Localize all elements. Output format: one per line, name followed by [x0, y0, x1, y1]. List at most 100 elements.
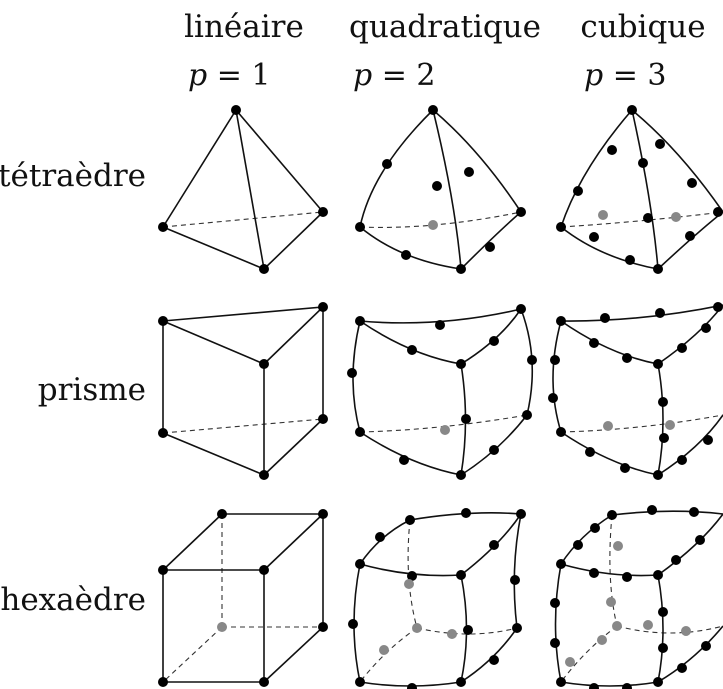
node [318, 302, 328, 312]
node [516, 207, 526, 217]
hidden-node [681, 626, 691, 636]
node [259, 565, 269, 575]
node [550, 355, 560, 365]
node [355, 316, 365, 326]
node [622, 353, 632, 363]
node [589, 568, 599, 578]
node [516, 304, 526, 314]
node [556, 316, 566, 326]
node [399, 455, 409, 465]
node [407, 683, 417, 689]
node [573, 540, 583, 550]
node [456, 470, 466, 480]
node [355, 677, 365, 687]
node [585, 447, 595, 457]
node [713, 207, 723, 217]
node [461, 508, 471, 518]
hidden-node [565, 657, 575, 667]
node [461, 414, 471, 424]
order-label-quadratic: p = 2 [353, 58, 436, 93]
node [355, 559, 365, 569]
node [622, 572, 632, 582]
order-value: = 3 [603, 58, 666, 93]
node [318, 414, 328, 424]
node [158, 222, 168, 232]
node [653, 570, 663, 580]
node [485, 242, 495, 252]
column-title-cubic: cubique [580, 9, 705, 45]
node [556, 427, 566, 437]
node [589, 338, 599, 348]
node [701, 641, 711, 651]
node [355, 427, 365, 437]
node [158, 316, 168, 326]
node [318, 207, 328, 217]
node [550, 638, 560, 648]
node [456, 677, 466, 687]
node [703, 435, 713, 445]
row-label-tetrahedron: tétraèdre [0, 158, 146, 194]
node [607, 145, 617, 155]
node [653, 359, 663, 369]
hidden-node [428, 220, 438, 230]
hidden-node [606, 597, 616, 607]
node [432, 181, 442, 191]
hexahedron-cubic [550, 505, 723, 689]
hexahedron-linear [158, 509, 328, 687]
node [653, 677, 663, 687]
node [217, 509, 227, 519]
node [158, 565, 168, 575]
node [647, 505, 657, 515]
node [701, 323, 711, 333]
node [347, 368, 357, 378]
order-symbol: p [584, 58, 603, 93]
hidden-node [440, 425, 450, 435]
order-symbol: p [188, 58, 207, 93]
node [655, 139, 665, 149]
node [375, 532, 385, 542]
node [456, 570, 466, 580]
column-title-linear: linéaire [184, 9, 304, 45]
node [589, 683, 599, 689]
node [677, 343, 687, 353]
hexahedron-quadratic [348, 508, 526, 689]
hidden-node [598, 210, 608, 220]
hidden-node [217, 622, 227, 632]
hidden-node [379, 645, 389, 655]
node [625, 255, 635, 265]
node [713, 302, 723, 312]
node [677, 663, 687, 673]
prism-linear [158, 302, 328, 480]
node [671, 555, 681, 565]
node [512, 623, 522, 633]
node [489, 336, 499, 346]
hidden-node [643, 620, 653, 630]
node [622, 683, 632, 689]
node [435, 320, 445, 330]
node [643, 213, 653, 223]
hidden-node [671, 212, 681, 222]
hidden-node [597, 635, 607, 645]
node [407, 571, 417, 581]
node [158, 428, 168, 438]
order-label-linear: p = 1 [188, 58, 271, 93]
node [516, 509, 526, 519]
tetrahedron-quadratic [355, 105, 526, 274]
node [348, 619, 358, 629]
node [658, 607, 668, 617]
node [355, 222, 365, 232]
row-label-hexahedron: hexaèdre [0, 582, 146, 618]
node [259, 470, 269, 480]
node [522, 410, 532, 420]
node [658, 397, 668, 407]
node [627, 105, 637, 115]
node [407, 345, 417, 355]
node [259, 677, 269, 687]
hidden-node [603, 421, 613, 431]
node [653, 264, 663, 274]
node [548, 393, 558, 403]
node [689, 507, 699, 517]
node [607, 510, 617, 520]
node [573, 186, 583, 196]
node [550, 598, 560, 608]
